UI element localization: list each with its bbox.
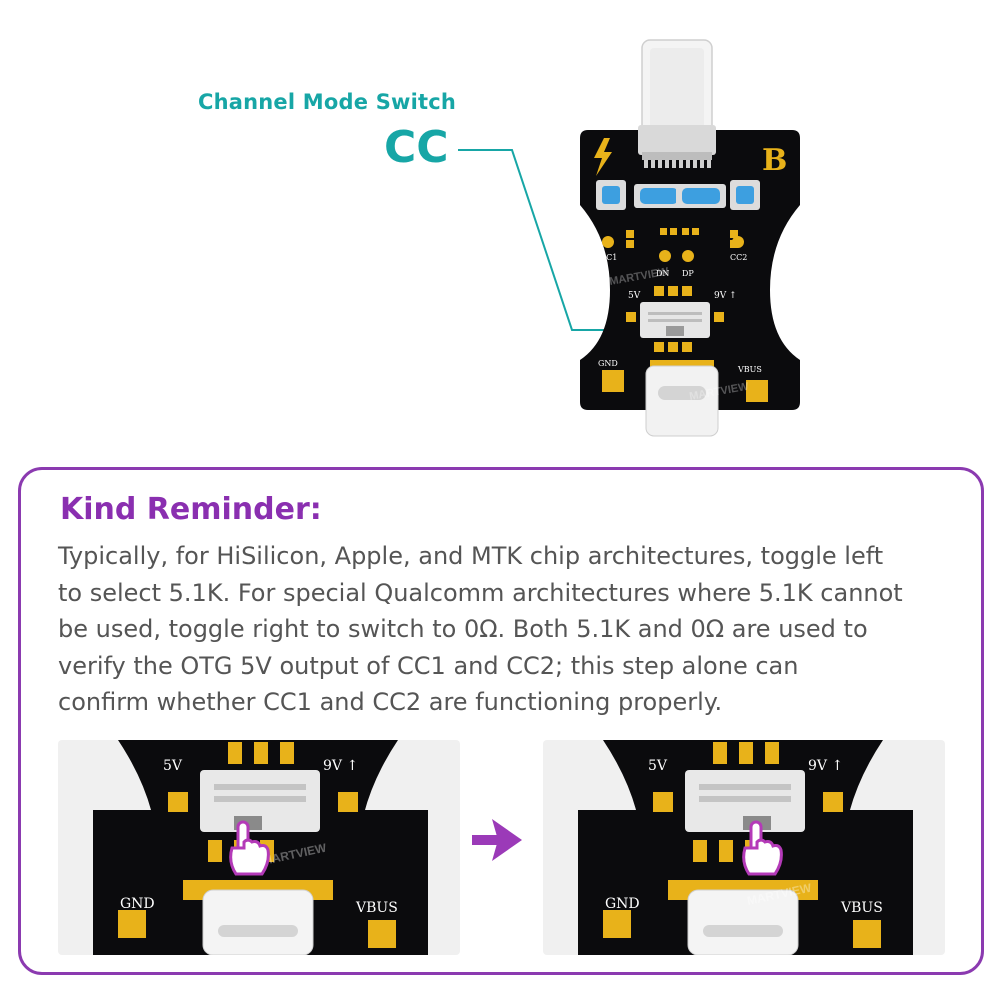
reminder-line: be used, toggle right to switch to 0Ω. B… (58, 615, 868, 643)
svg-text:5V: 5V (648, 758, 668, 774)
reminder-line: verify the OTG 5V output of CC1 and CC2;… (58, 651, 799, 680)
lightning-icon (594, 138, 612, 176)
switch-left-photo: 5V 9V ↑ GND VBUS MARTVIEW (58, 740, 460, 955)
kind-reminder-body: Typically, for HiSilicon, Apple, and MTK… (58, 538, 958, 721)
reminder-line: Typically, for HiSilicon, Apple, and MTK… (58, 542, 884, 570)
right-arrow-icon (472, 819, 522, 861)
channel-mode-switch-title: Channel Mode Switch (198, 90, 457, 114)
callout-leader-line (458, 149, 655, 331)
reminder-line: to select 5.1K. For special Qualcomm arc… (58, 578, 903, 607)
button-row (596, 180, 760, 210)
pointing-hand-icon (742, 820, 783, 876)
svg-text:DP: DP (682, 269, 694, 278)
svg-text:VBUS: VBUS (355, 900, 398, 916)
channel-mode-switch (626, 286, 724, 352)
cc-mode-label: CC (384, 122, 449, 173)
kind-reminder-title: Kind Reminder: (60, 492, 322, 527)
svg-text:9V ↑: 9V ↑ (323, 758, 358, 774)
svg-text:5V: 5V (163, 758, 183, 774)
switch-right-photo: 5V 9V ↑ GND VBUS MARTVIEW (543, 740, 945, 955)
svg-text:9V ↑: 9V ↑ (714, 291, 737, 301)
svg-text:GND: GND (598, 359, 618, 368)
svg-text:VBUS: VBUS (737, 365, 762, 374)
adapter-board-illustration: B CC1 CC2 DN DP 5V 9V ↑ (570, 30, 810, 440)
svg-text:VBUS: VBUS (840, 900, 883, 916)
svg-text:GND: GND (120, 896, 155, 912)
reminder-line: confirm whether CC1 and CC2 are function… (58, 688, 723, 716)
svg-text:9V ↑: 9V ↑ (808, 758, 843, 774)
svg-text:5V: 5V (628, 291, 641, 301)
svg-text:DN: DN (656, 269, 669, 278)
svg-text:CC1: CC1 (600, 253, 617, 262)
svg-text:CC2: CC2 (730, 253, 747, 262)
pointing-hand-icon (229, 820, 270, 876)
logo-letter: B (762, 143, 787, 178)
svg-text:GND: GND (605, 896, 640, 912)
